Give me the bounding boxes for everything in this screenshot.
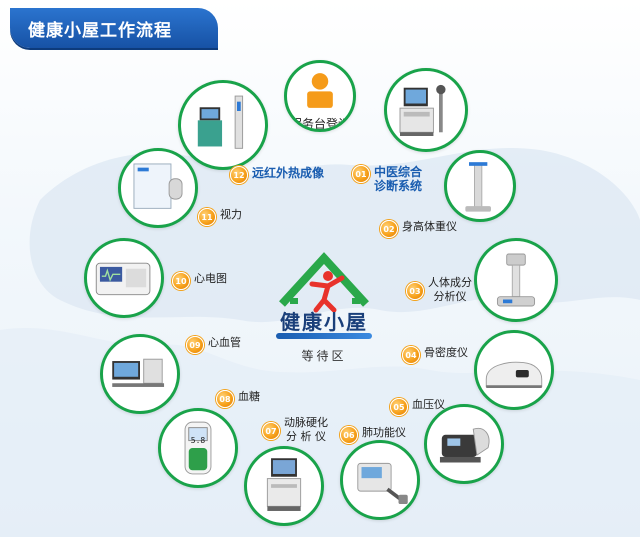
step-badge-06: 06: [340, 426, 358, 444]
station-07-label: 动脉硬化 分 析 仪: [284, 416, 328, 443]
body-composition-icon: [496, 253, 536, 307]
station-10: 10 心电图: [172, 272, 227, 290]
vision-test-circle: [118, 148, 198, 228]
station-05-label: 血压仪: [412, 398, 445, 411]
step-badge-12: 12: [230, 166, 248, 184]
center-title: 健康小屋: [280, 310, 368, 334]
station-03: 03 人体成分 分析仪: [406, 276, 472, 304]
step-badge-04: 04: [402, 346, 420, 364]
ecg-device-icon: [95, 262, 151, 296]
station-11-label: 视力: [220, 208, 242, 221]
station-04: 04 骨密度仪: [402, 346, 468, 364]
station-10-label: 心电图: [194, 272, 227, 285]
service-desk-label: 服务台登记: [289, 117, 350, 131]
station-09: 09 心血管: [186, 336, 241, 354]
step-badge-07: 07: [262, 422, 280, 440]
station-11: 11 视力: [198, 208, 242, 226]
station-06-label: 肺功能仪: [362, 426, 406, 439]
station-09-label: 心血管: [208, 336, 241, 349]
station-08: 08 血糖: [216, 390, 260, 408]
page-title: 健康小屋工作流程: [28, 20, 172, 41]
bone-density-icon: [485, 361, 543, 389]
station-12-label: 远红外热成像: [252, 166, 325, 180]
thermal-imaging-device-icon: [197, 95, 244, 149]
station-08-label: 血糖: [238, 390, 260, 403]
tcm-device-icon: [399, 84, 446, 136]
arteriosclerosis-circle: [244, 446, 324, 526]
station-02: 02 身高体重仪: [380, 220, 457, 238]
step-badge-08: 08: [216, 390, 234, 408]
step-badge-05: 05: [390, 398, 408, 416]
step-badge-02: 02: [380, 220, 398, 238]
station-05: 05 血压仪: [390, 398, 445, 416]
height-weight-circle: [444, 150, 516, 222]
step-badge-03: 03: [406, 282, 424, 300]
station-06: 06 肺功能仪: [340, 426, 406, 444]
station-01-label: 中医综合 诊断系统: [374, 165, 423, 193]
blood-glucose-circle: 5.8: [158, 408, 238, 488]
station-03-label: 人体成分 分析仪: [428, 276, 472, 303]
waiting-area-label: 等待区: [301, 349, 347, 363]
station-04-label: 骨密度仪: [424, 346, 468, 359]
service-desk-circle: 服务台登记: [284, 60, 356, 132]
step-badge-01: 01: [352, 165, 370, 183]
step-badge-10: 10: [172, 272, 190, 290]
infrared-thermal-circle: [178, 80, 268, 170]
center-title-underline: [276, 333, 372, 339]
ecg-circle: [84, 238, 164, 318]
height-scale-icon: [465, 162, 491, 212]
blood-pressure-icon: [439, 427, 490, 463]
station-07: 07 动脉硬化 分 析 仪: [262, 416, 328, 444]
blood-pressure-circle: [424, 404, 504, 484]
vision-chart-icon: [133, 163, 183, 209]
page-header: 健康小屋工作流程: [10, 8, 218, 48]
person-icon: [307, 73, 333, 108]
arteriosclerosis-device-icon: [266, 458, 302, 511]
glucose-reading: 5.8: [190, 436, 206, 445]
station-02-label: 身高体重仪: [402, 220, 457, 233]
spirometer-icon: [357, 462, 408, 505]
cardiovascular-circle: [100, 334, 180, 414]
tcm-diagnosis-circle: [384, 68, 468, 152]
step-badge-09: 09: [186, 336, 204, 354]
cardiovascular-device-icon: [112, 358, 165, 387]
body-composition-circle: [474, 238, 558, 322]
lung-function-circle: [340, 440, 420, 520]
step-badge-11: 11: [198, 208, 216, 226]
bone-density-circle: [474, 330, 554, 410]
station-12: 12 远红外热成像: [230, 166, 324, 184]
station-01: 01 中医综合 诊断系统: [352, 165, 422, 193]
glucose-meter-icon: [184, 421, 212, 475]
health-cabin-logo: [279, 252, 369, 313]
